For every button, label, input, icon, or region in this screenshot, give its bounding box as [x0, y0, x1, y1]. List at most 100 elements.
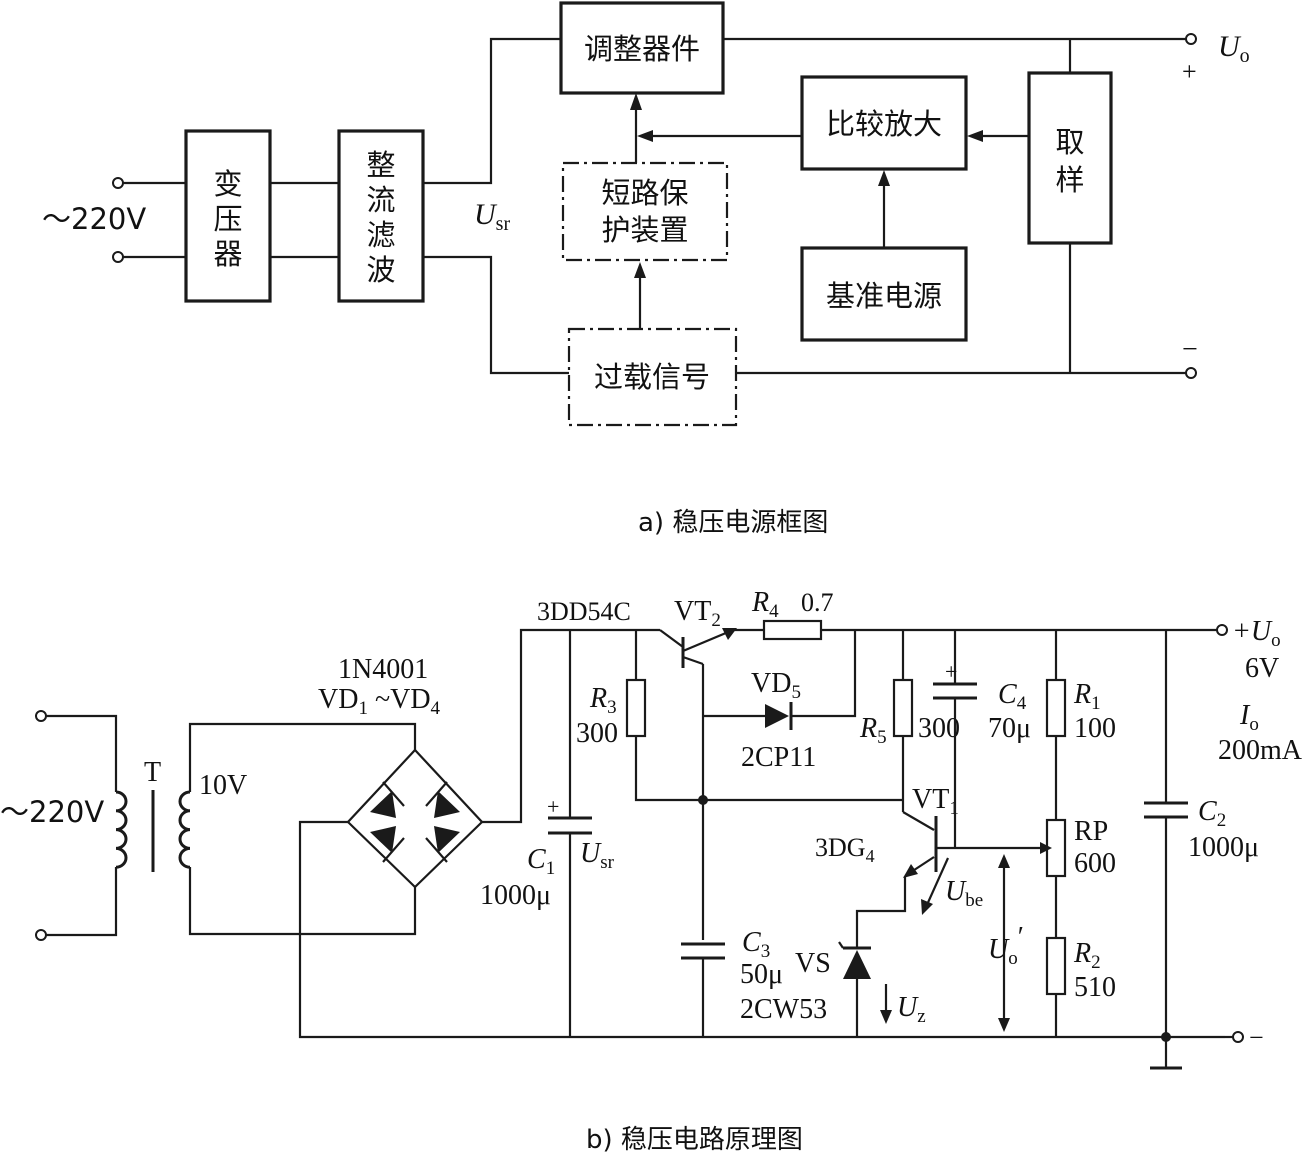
vd5-diode: [765, 702, 793, 730]
short-protect-line-2: 护装置: [601, 213, 688, 247]
bridge-rectifier: [346, 748, 484, 889]
r3-resistor: [625, 678, 647, 738]
vd5-label: VD5: [751, 668, 801, 703]
r2-resistor: [1045, 936, 1067, 996]
arrow-ref-to-compare: [878, 170, 890, 186]
c1-plus: +: [547, 794, 559, 819]
vt1-transistor: [901, 800, 1040, 878]
junction-dot-ground: [1161, 1032, 1171, 1042]
bridge-diode-2: [425, 781, 460, 818]
uo-prime-arrow-up: [998, 854, 1010, 868]
schematic-diagram: ～220V T 10V 1N4001 VD1 ~VD4: [0, 587, 1303, 1155]
vt2-label: VT2: [674, 596, 721, 631]
arrow-compare-to-control: [637, 130, 653, 142]
uz-label: Uz: [897, 992, 926, 1027]
mains-terminal-bottom: [35, 929, 47, 941]
r1-value: 100: [1074, 713, 1116, 744]
uz-arrow: [880, 1010, 892, 1024]
c3-value: 50μ: [740, 959, 783, 990]
mains-voltage-label: ～220V: [0, 795, 104, 829]
rectifier-char-2: 流: [366, 183, 395, 217]
c2-value: 1000μ: [1188, 832, 1259, 863]
usr-label: Usr: [474, 198, 510, 235]
rp-value: 600: [1074, 848, 1116, 879]
transformer-char-1: 变: [213, 167, 242, 201]
transformer-block: [184, 129, 272, 303]
c4-value: 70μ: [988, 713, 1031, 744]
block-diagram: ～220V 变 压 器 整 流 滤 波 Usr 调整器件 Uo + 短路保 护装…: [42, 1, 1250, 538]
transformer-char-2: 压: [213, 202, 242, 236]
compare-amp-block: [800, 75, 968, 171]
r2-label: R2: [1073, 938, 1101, 973]
compare-amp-label: 比较放大: [826, 107, 942, 141]
ube-label: Ube: [945, 876, 983, 911]
diode-part-label: 1N4001: [338, 654, 428, 685]
reference-label: 基准电源: [826, 279, 942, 313]
r5-value: 300: [918, 713, 960, 744]
overload-signal-label: 过载信号: [594, 360, 710, 394]
uo-label: Uo: [1218, 30, 1250, 67]
secondary-voltage-label: 10V: [199, 770, 247, 801]
c4-plus: +: [945, 659, 957, 684]
r4-value: 0.7: [801, 588, 834, 617]
uo-prime-label: Uo′: [988, 922, 1024, 969]
c1-label: C1: [527, 844, 555, 879]
r3-label: R3: [589, 683, 617, 718]
rectifier-char-1: 整: [366, 148, 395, 182]
uo-prime-arrow-down: [998, 1018, 1010, 1032]
diode-names-label: VD1 ~VD4: [318, 684, 441, 719]
ube-arrow: [921, 899, 933, 915]
minus-sign-b: −: [1249, 1023, 1264, 1052]
usr-label-b: Usr: [580, 838, 615, 873]
bridge-diode-4: [425, 826, 460, 863]
transformer-t-label: T: [144, 757, 161, 788]
input-terminal-bottom: [112, 251, 124, 263]
r4-resistor: [762, 619, 823, 641]
caption-a: a) 稳压电源框图: [638, 508, 828, 538]
output-terminal-b-plus: [1216, 624, 1228, 636]
r5-resistor: [892, 678, 914, 738]
vs-zener: [838, 941, 871, 979]
short-protect-block: [561, 161, 729, 262]
vt1-part: 3DG4: [815, 833, 875, 866]
c2-label: C2: [1198, 796, 1226, 831]
r1-label: R1: [1073, 679, 1101, 714]
vs-label: VS: [795, 948, 831, 979]
r1-resistor: [1045, 678, 1067, 738]
output-terminal-b-minus: [1232, 1031, 1244, 1043]
arrow-sample-to-compare: [967, 130, 983, 142]
r2-value: 510: [1074, 972, 1116, 1003]
io-value: 200mA: [1218, 735, 1303, 766]
transformer-char-3: 器: [213, 237, 242, 271]
adjust-device-label: 调整器件: [584, 32, 700, 66]
sampling-block: [1027, 71, 1113, 245]
uo-label-b: +Uo: [1232, 616, 1281, 651]
rectifier-char-4: 波: [366, 253, 395, 287]
r5-label: R5: [859, 713, 887, 748]
bridge-diode-3: [370, 826, 405, 863]
arrow-overload-to-protect: [634, 262, 646, 278]
vt2-part-label: 3DD54C: [537, 597, 631, 626]
vd5-part: 2CP11: [741, 742, 816, 773]
arrow-to-adjust: [630, 93, 642, 110]
vt2-transistor: [659, 628, 737, 668]
c4-label: C4: [998, 679, 1027, 714]
c3-label: C3: [742, 927, 770, 962]
r3-value: 300: [576, 718, 618, 749]
input-terminal-top: [112, 177, 124, 189]
output-terminal-plus: [1185, 33, 1197, 45]
overload-signal-block: [567, 327, 738, 427]
rectifier-filter-block: [337, 129, 425, 303]
vt1-label: VT1: [912, 784, 959, 819]
input-voltage-label: ～220V: [42, 202, 146, 236]
caption-b: b) 稳压电路原理图: [586, 1125, 803, 1155]
output-terminal-minus: [1185, 367, 1197, 379]
junction-dot-base: [698, 795, 708, 805]
sampling-char-2: 样: [1055, 163, 1084, 197]
secondary-coil: [178, 790, 191, 869]
c1-value: 1000μ: [480, 880, 551, 911]
adjust-device-block: [559, 1, 725, 95]
r4-label: R4: [751, 587, 779, 622]
io-label: Io: [1239, 700, 1259, 735]
